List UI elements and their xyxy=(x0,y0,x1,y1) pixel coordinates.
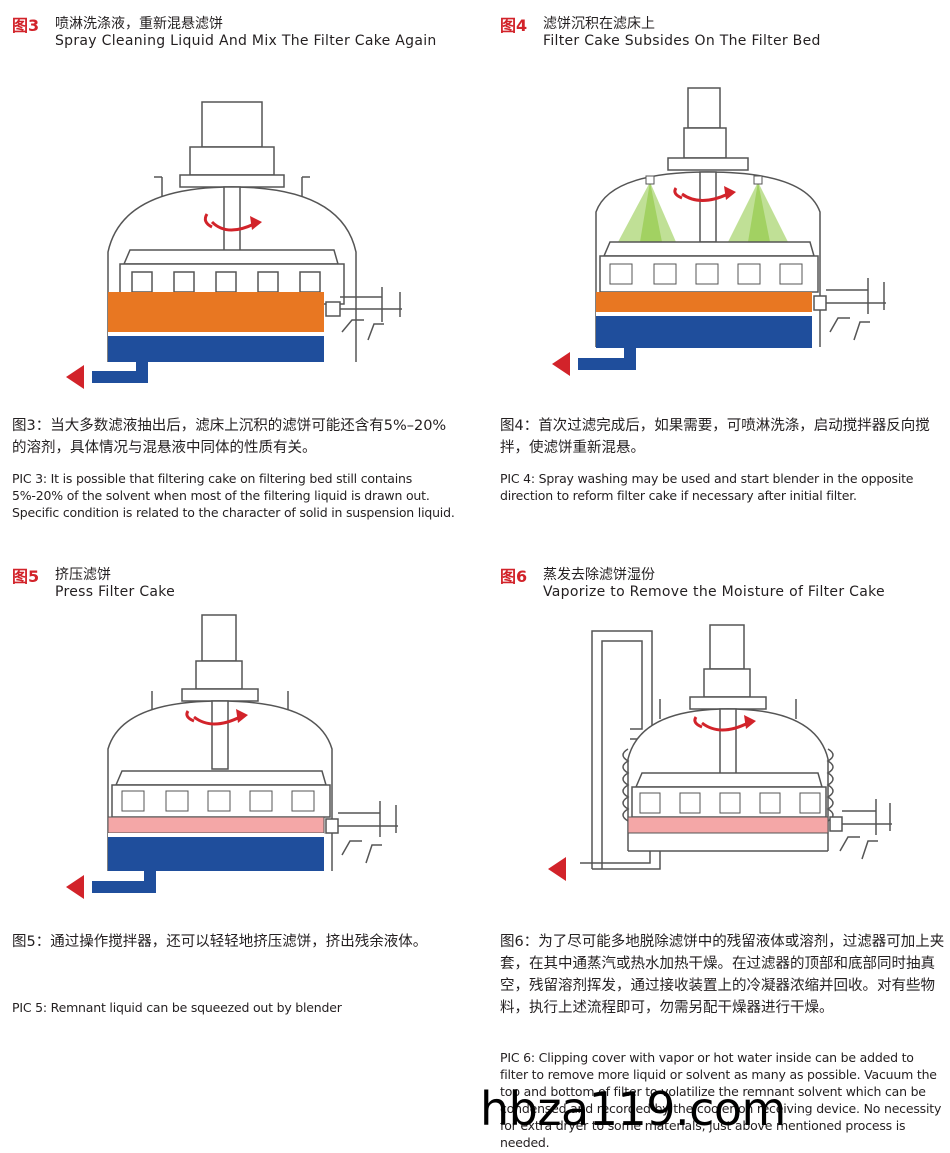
watermark-text: hbza119.com xyxy=(480,1082,786,1136)
title-chinese: 蒸发去除滤饼湿份 xyxy=(543,567,655,583)
figure-label: 图6 xyxy=(500,567,528,586)
figure-label: 图5 xyxy=(12,567,40,586)
description-chinese: 图6：为了尽可能多地脱除滤饼中的残留液体或溶剂，过滤器可加上夹套，在其中通蒸汽或… xyxy=(500,934,945,1016)
description-english: PIC 4: Spray washing may be used and sta… xyxy=(500,471,914,503)
title-english: Vaporize to Remove the Moisture of Filte… xyxy=(543,584,885,600)
title-chinese: 喷淋洗涤液，重新混悬滤饼 xyxy=(55,16,223,32)
description-chinese: 图4：首次过滤完成后，如果需要，可喷淋洗涤，启动搅拌器反向搅拌，使滤饼重新混悬。 xyxy=(500,418,930,456)
filter-diagram-fig3 xyxy=(66,101,402,389)
figure-label: 图4 xyxy=(500,16,528,35)
title-chinese: 挤压滤饼 xyxy=(55,567,111,583)
description-chinese: 图5：通过操作搅拌器，还可以轻轻地挤压滤饼，挤出残余液体。 xyxy=(12,934,428,950)
filter-diagram-fig5 xyxy=(66,614,398,899)
title-english: Spray Cleaning Liquid And Mix The Filter… xyxy=(55,33,437,49)
description-english: PIC 5: Remnant liquid can be squeezed ou… xyxy=(12,1000,342,1015)
panel-fig5: 图5 挤压滤饼 Press Filter Cake 图5：通过操作 xyxy=(12,563,462,1043)
filter-diagram-fig6 xyxy=(548,624,892,881)
panel-fig3: 图3 喷淋洗涤液，重新混悬滤饼 Spray Cleaning Liquid An… xyxy=(12,12,462,542)
description-english: PIC 3: It is possible that filtering cak… xyxy=(12,471,455,520)
description-english: PIC 6: Clipping cover with vapor or hot … xyxy=(500,1050,942,1150)
title-english: Press Filter Cake xyxy=(55,584,176,600)
panel-fig4: 图4 滤饼沉积在滤床上 Filter Cake Subsides On The … xyxy=(500,12,950,542)
filter-diagram-fig4 xyxy=(552,87,886,376)
description-chinese: 图3：当大多数滤液抽出后，滤床上沉积的滤饼可能还含有5%–20%的溶剂，具体情况… xyxy=(12,418,447,456)
panel-fig6: 图6 蒸发去除滤饼湿份 Vaporize to Remove the Moist… xyxy=(500,563,950,1153)
title-chinese: 滤饼沉积在滤床上 xyxy=(543,16,655,32)
title-english: Filter Cake Subsides On The Filter Bed xyxy=(543,33,821,49)
figure-label: 图3 xyxy=(12,16,40,35)
